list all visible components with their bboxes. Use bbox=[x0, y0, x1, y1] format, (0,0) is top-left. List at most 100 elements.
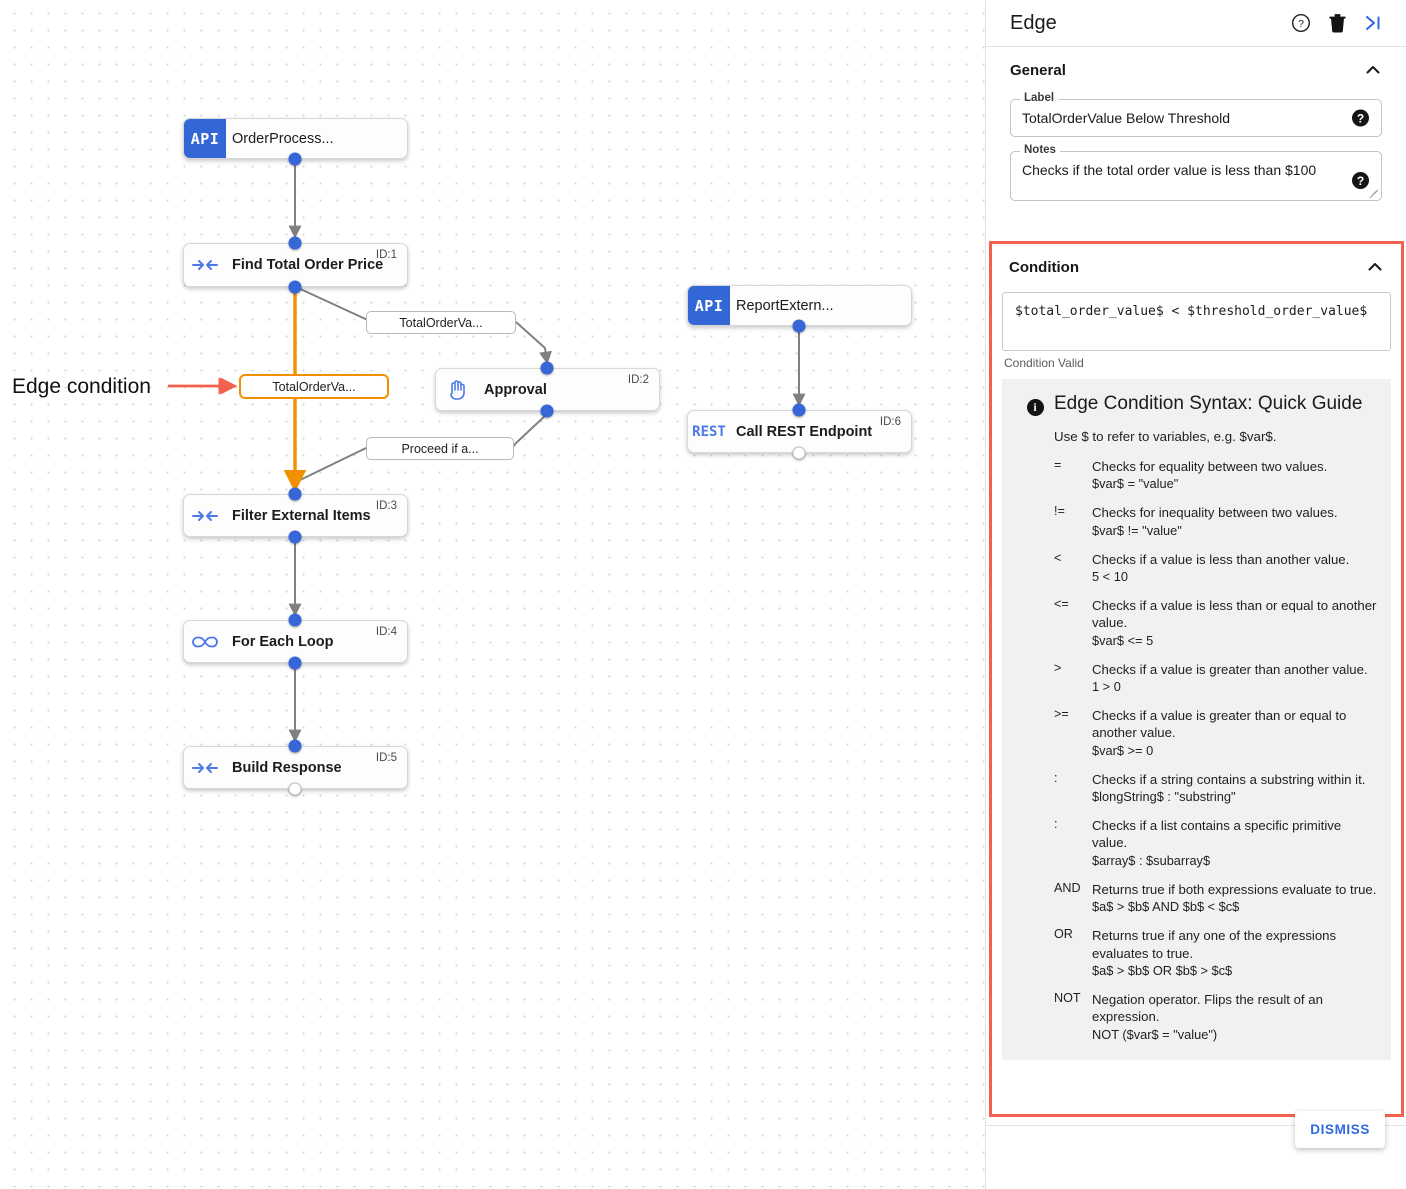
node-port-output[interactable] bbox=[288, 530, 302, 544]
annotation-edge-condition: Edge condition bbox=[12, 375, 151, 398]
hand-icon bbox=[436, 369, 478, 410]
operator-symbol: <= bbox=[1054, 596, 1069, 611]
operator-row: <= Checks if a value is less than or equ… bbox=[1054, 597, 1377, 650]
section-title: Condition bbox=[1009, 258, 1079, 276]
node-title: Build Response bbox=[232, 759, 342, 776]
edge-label-proceed-if[interactable]: Proceed if a... bbox=[366, 437, 514, 460]
node-port-input[interactable] bbox=[792, 403, 806, 417]
resize-grip-icon[interactable] bbox=[1368, 188, 1378, 198]
node-title: Find Total Order Price bbox=[232, 257, 384, 273]
operator-description: Checks if a value is greater than anothe… bbox=[1092, 661, 1368, 677]
operator-symbol: AND bbox=[1054, 880, 1081, 895]
operator-symbol: : bbox=[1054, 770, 1058, 785]
edge-label-text: TotalOrderVa... bbox=[399, 315, 483, 330]
operator-row: NOT Negation operator. Flips the result … bbox=[1054, 991, 1377, 1044]
notes-field-value[interactable]: Checks if the total order value is less … bbox=[1022, 162, 1317, 178]
node-id-label: ID:3 bbox=[375, 500, 397, 512]
node-port-input[interactable] bbox=[288, 487, 302, 501]
help-icon[interactable]: ? bbox=[1352, 172, 1369, 189]
transform-arrows-icon bbox=[184, 747, 226, 788]
operator-row: != Checks for inequality between two val… bbox=[1054, 504, 1377, 539]
transform-arrows-icon bbox=[184, 495, 226, 536]
node-title: ReportExtern... bbox=[736, 297, 834, 314]
collapse-panel-icon[interactable] bbox=[1358, 8, 1388, 38]
edge-label-totalordervalue-selected[interactable]: TotalOrderVa... bbox=[239, 374, 389, 399]
operator-description: Checks if a value is less than or equal … bbox=[1092, 597, 1377, 631]
operator-symbol: OR bbox=[1054, 927, 1073, 942]
api-icon: API bbox=[688, 286, 730, 325]
notes-field-legend: Notes bbox=[1020, 144, 1060, 156]
node-id-label: ID:4 bbox=[375, 626, 397, 638]
help-circle-icon[interactable]: ? bbox=[1286, 8, 1316, 38]
guide-intro: Use $ to refer to variables, e.g. $var$. bbox=[1054, 429, 1277, 444]
operator-example: $a$ > $b$ OR $b$ > $c$ bbox=[1092, 962, 1233, 978]
operator-description: Negation operator. Flips the result of a… bbox=[1092, 991, 1323, 1025]
panel-header: Edge ? bbox=[986, 0, 1406, 47]
operator-symbol: NOT bbox=[1054, 990, 1081, 1005]
operator-example: NOT ($var$ = "value") bbox=[1092, 1026, 1218, 1042]
node-port-output[interactable] bbox=[792, 319, 806, 333]
label-field[interactable]: Label TotalOrderValue Below Threshold ? bbox=[1010, 92, 1382, 137]
node-reportextern[interactable]: API ReportExtern... bbox=[687, 285, 912, 326]
operator-description: Checks for equality between two values. bbox=[1092, 459, 1328, 474]
edge-connections bbox=[168, 159, 806, 743]
chevron-up-icon[interactable] bbox=[1366, 258, 1384, 276]
operator-description: Returns true if any one of the expressio… bbox=[1092, 928, 1337, 961]
operator-row: OR Returns true if any one of the expres… bbox=[1054, 927, 1377, 980]
edge-label-totalordervalue-upper[interactable]: TotalOrderVa... bbox=[366, 311, 516, 334]
help-icon[interactable]: ? bbox=[1352, 109, 1369, 127]
workflow-canvas[interactable]: Edge condition API OrderProcess... Find … bbox=[0, 0, 985, 1189]
node-title: Approval bbox=[484, 381, 547, 398]
operator-example: $var$ >= 0 bbox=[1092, 742, 1154, 758]
node-port-output[interactable] bbox=[288, 782, 302, 796]
operator-example: $a$ > $b$ AND $b$ < $c$ bbox=[1092, 899, 1240, 915]
operator-description: Checks for inequality between two values… bbox=[1092, 505, 1338, 521]
node-port-output[interactable] bbox=[540, 404, 554, 418]
node-build-response[interactable]: Build Response ID:5 bbox=[183, 746, 408, 789]
operator-example: 5 < 10 bbox=[1092, 569, 1128, 585]
operator-symbol: >= bbox=[1054, 706, 1069, 721]
notes-field[interactable]: Notes Checks if the total order value is… bbox=[1010, 144, 1382, 201]
node-port-output[interactable] bbox=[288, 280, 302, 294]
operator-example: $array$ : $subarray$ bbox=[1092, 852, 1211, 868]
trash-icon[interactable] bbox=[1322, 8, 1352, 38]
node-port-input[interactable] bbox=[540, 361, 554, 375]
guide-title: Edge Condition Syntax: Quick Guide bbox=[1054, 393, 1363, 414]
node-title: For Each Loop bbox=[232, 633, 334, 650]
node-filter-external-items[interactable]: Filter External Items ID:3 bbox=[183, 494, 408, 537]
operator-example: $var$ = "value" bbox=[1092, 476, 1179, 492]
node-id-label: ID:6 bbox=[879, 416, 901, 428]
operator-description: Returns true if both expressions evaluat… bbox=[1092, 881, 1377, 897]
operator-example: $var$ <= 5 bbox=[1092, 632, 1154, 648]
label-field-legend: Label bbox=[1020, 92, 1059, 104]
chevron-up-icon[interactable] bbox=[1364, 61, 1382, 79]
dismiss-button[interactable]: DISMISS bbox=[1295, 1111, 1385, 1148]
operator-row: : Checks if a string contains a substrin… bbox=[1054, 771, 1377, 806]
label-field-value[interactable]: TotalOrderValue Below Threshold bbox=[1022, 110, 1231, 126]
general-section: General Label TotalOrderValue Below Thre… bbox=[986, 47, 1406, 201]
condition-expression-input[interactable]: $total_order_value$ < $threshold_order_v… bbox=[1002, 292, 1391, 351]
general-section-header[interactable]: General bbox=[1000, 47, 1392, 93]
operator-row: AND Returns true if both expressions eva… bbox=[1054, 881, 1377, 916]
operator-description: Checks if a list contains a specific pri… bbox=[1092, 818, 1342, 851]
operator-description: Checks if a string contains a substring … bbox=[1092, 771, 1366, 787]
operator-symbol: : bbox=[1054, 817, 1058, 832]
operator-row: > Checks if a value is greater than anot… bbox=[1054, 661, 1377, 696]
node-title: Filter External Items bbox=[232, 507, 371, 524]
section-title: General bbox=[1010, 61, 1066, 79]
condition-section-highlight: Condition $total_order_value$ < $thresho… bbox=[989, 241, 1404, 1117]
operator-symbol: > bbox=[1054, 660, 1062, 675]
node-port-input[interactable] bbox=[288, 236, 302, 250]
node-orderprocess[interactable]: API OrderProcess... bbox=[183, 118, 408, 159]
node-port-output[interactable] bbox=[288, 656, 302, 670]
node-port-output[interactable] bbox=[792, 446, 806, 460]
info-icon: i bbox=[1016, 393, 1054, 1044]
node-for-each-loop[interactable]: For Each Loop ID:4 bbox=[183, 620, 408, 663]
operator-symbol: < bbox=[1054, 550, 1062, 565]
operator-example: 1 > 0 bbox=[1092, 679, 1121, 695]
node-port-input[interactable] bbox=[288, 613, 302, 627]
node-port-output[interactable] bbox=[288, 152, 302, 166]
edge-label-text: TotalOrderVa... bbox=[272, 379, 356, 394]
node-port-input[interactable] bbox=[288, 739, 302, 753]
condition-section-header[interactable]: Condition bbox=[992, 244, 1401, 290]
